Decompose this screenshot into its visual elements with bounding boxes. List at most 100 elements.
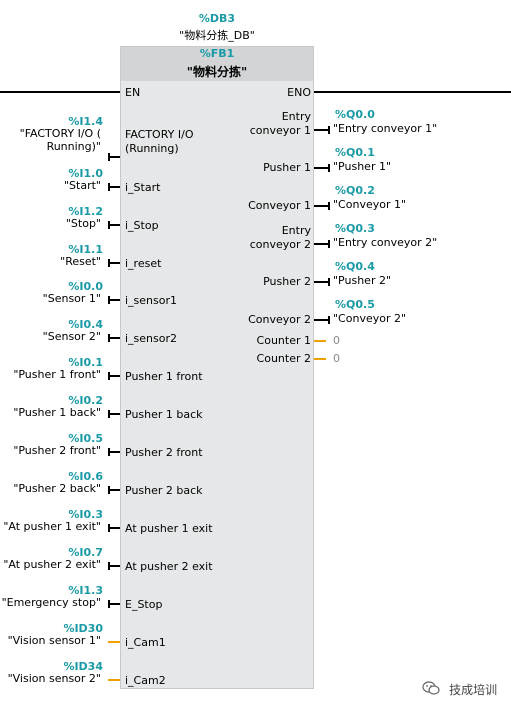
input-address: %ID30	[63, 622, 103, 635]
output-constant[interactable]: 0	[333, 334, 340, 347]
output-constant[interactable]: 0	[333, 352, 340, 365]
input-connector	[108, 410, 110, 418]
input-tag[interactable]: "Pusher 1 front"	[13, 368, 101, 381]
input-wire	[108, 156, 120, 158]
output-tag[interactable]: "Entry conveyor 1"	[333, 122, 438, 135]
input-connector	[108, 334, 110, 342]
input-pin: Pusher 2 front	[125, 446, 203, 459]
instance-db-name[interactable]: "物料分拣_DB"	[179, 29, 255, 42]
input-pin: i_sensor2	[125, 332, 178, 345]
input-tag[interactable]: "Pusher 1 back"	[13, 406, 101, 419]
input-tag[interactable]: "Stop"	[65, 217, 101, 230]
input-address: %I0.7	[68, 546, 103, 559]
input-tag[interactable]: "FACTORY I/O (	[19, 127, 101, 140]
input-address: %I0.1	[68, 356, 103, 369]
input-address: %I1.0	[68, 167, 103, 180]
input-wire	[108, 337, 120, 339]
output-pin: Counter 2	[256, 352, 311, 365]
output-pin: Entry	[281, 110, 311, 123]
input-wire	[108, 375, 120, 377]
input-tag[interactable]: "At pusher 2 exit"	[3, 558, 101, 571]
output-wire	[314, 319, 330, 321]
output-pin: Entry	[281, 224, 311, 237]
output-address: %Q0.2	[335, 184, 375, 197]
input-pin: Pusher 1 front	[125, 370, 203, 383]
output-address: %Q0.3	[335, 222, 375, 235]
function-block-address: %FB1	[199, 47, 235, 60]
output-tag[interactable]: "Pusher 2"	[333, 274, 392, 287]
input-pin: E_Stop	[125, 598, 163, 611]
input-pin: Pusher 1 back	[125, 408, 203, 421]
input-wire	[108, 299, 120, 301]
input-connector	[108, 448, 110, 456]
output-connector	[328, 278, 330, 286]
input-address: %I1.2	[68, 205, 103, 218]
output-wire	[314, 243, 330, 245]
output-pin-line2: conveyor 2	[249, 238, 311, 251]
power-rail-out	[314, 91, 511, 93]
input-wire	[108, 489, 120, 491]
input-wire	[108, 565, 120, 567]
input-address: %ID34	[63, 660, 103, 673]
input-tag[interactable]: "Vision sensor 2"	[7, 672, 101, 685]
output-address: %Q0.0	[335, 108, 375, 121]
output-address: %Q0.1	[335, 146, 375, 159]
input-address: %I1.4	[68, 115, 103, 128]
input-tag[interactable]: "Vision sensor 1"	[7, 634, 101, 647]
input-pin-line2: (Running)	[125, 142, 179, 155]
input-connector	[108, 259, 110, 267]
input-tag[interactable]: "Pusher 2 back"	[13, 482, 101, 495]
input-tag[interactable]: "At pusher 1 exit"	[3, 520, 101, 533]
input-pin: i_sensor1	[125, 294, 178, 307]
input-tag[interactable]: "Reset"	[60, 255, 101, 268]
input-tag[interactable]: "Sensor 1"	[42, 292, 101, 305]
output-tag[interactable]: "Conveyor 2"	[333, 312, 407, 325]
output-wire	[314, 340, 326, 342]
input-connector	[108, 600, 110, 608]
instance-db-address: %DB3	[198, 12, 236, 25]
function-block-header	[121, 47, 313, 81]
output-wire	[314, 281, 330, 283]
input-pin: Pusher 2 back	[125, 484, 203, 497]
input-address: %I1.1	[68, 243, 103, 256]
input-address: %I1.3	[68, 584, 103, 597]
pin-eno: ENO	[287, 86, 311, 99]
output-tag[interactable]: "Pusher 1"	[333, 160, 392, 173]
input-address: %I0.2	[68, 394, 103, 407]
input-wire	[108, 224, 120, 226]
input-pin: i_Cam2	[125, 674, 166, 687]
output-connector	[328, 126, 330, 134]
input-wire	[108, 603, 120, 605]
input-wire	[108, 679, 120, 681]
output-tag[interactable]: "Conveyor 1"	[333, 198, 407, 211]
input-pin: i_Cam1	[125, 636, 166, 649]
output-connector	[328, 316, 330, 324]
input-address: %I0.5	[68, 432, 103, 445]
output-connector	[328, 202, 330, 210]
input-wire	[108, 451, 120, 453]
input-tag[interactable]: "Pusher 2 front"	[13, 444, 101, 457]
input-connector	[108, 221, 110, 229]
input-pin: At pusher 1 exit	[125, 522, 213, 535]
input-tag[interactable]: "Start"	[64, 179, 101, 192]
input-address: %I0.3	[68, 508, 103, 521]
input-connector	[108, 296, 110, 304]
function-block-name[interactable]: "物料分拣"	[186, 65, 248, 79]
output-tag[interactable]: "Entry conveyor 2"	[333, 236, 438, 249]
output-connector	[328, 164, 330, 172]
output-pin: Pusher 1	[263, 161, 311, 174]
input-connector	[108, 153, 110, 161]
output-pin: Pusher 2	[263, 275, 311, 288]
output-connector	[328, 240, 330, 248]
input-pin: i_Start	[125, 181, 161, 194]
pin-en: EN	[125, 86, 141, 99]
input-tag[interactable]: "Sensor 2"	[42, 330, 101, 343]
input-pin: At pusher 2 exit	[125, 560, 213, 573]
input-pin: i_Stop	[125, 219, 159, 232]
output-pin: Conveyor 1	[248, 199, 311, 212]
input-connector	[108, 183, 110, 191]
input-tag-line2[interactable]: Running)"	[46, 140, 101, 153]
input-tag[interactable]: "Emergency stop"	[1, 596, 101, 609]
function-block[interactable]	[120, 46, 314, 689]
wechat-icon	[422, 680, 440, 699]
